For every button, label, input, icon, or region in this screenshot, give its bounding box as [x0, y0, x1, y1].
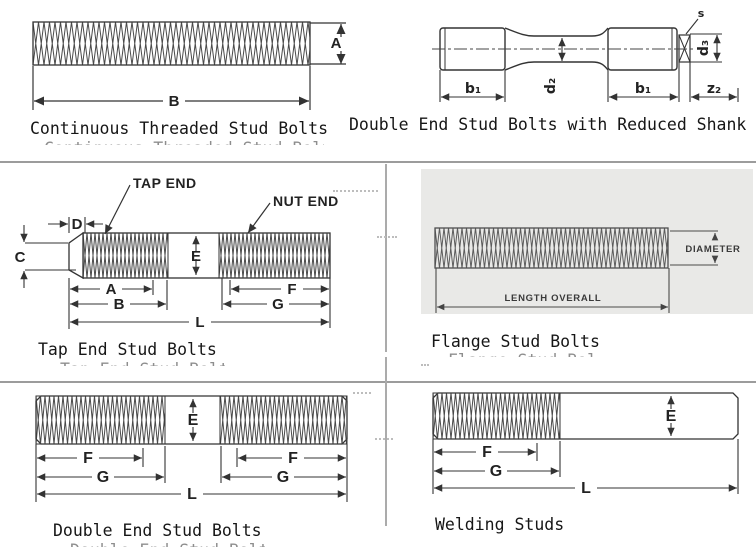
dimension-lines [435, 230, 719, 313]
stud-body [35, 395, 348, 445]
callout-nut-end: NUT END [273, 193, 339, 209]
callout-leaders [104, 184, 271, 235]
dim-label-f: F [287, 281, 296, 298]
scan-artifact-dots [333, 190, 378, 192]
double-end-diagram: E F G F G L [35, 395, 348, 503]
welding-studs-diagram: E F G L [432, 392, 739, 497]
dim-label-d: D [72, 216, 83, 233]
tap-end-diagram: TAP END NUT END D C E A B F G L [15, 175, 339, 331]
dim-label-c: C [15, 249, 26, 266]
dim-label-e: E [666, 408, 677, 425]
dim-label-l: L [195, 314, 204, 331]
dim-label-b: B [114, 296, 125, 313]
horizontal-divider-bottom [0, 381, 756, 383]
dim-label-g: G [272, 296, 284, 313]
stud-body [432, 392, 739, 440]
flange-diagram: DIAMETER LENGTH OVERALL [421, 169, 753, 314]
cropped-text-artifact: Double End Stud Bolts [70, 542, 265, 547]
reduced-shank-diagram: s b₁ b₁ z₂ d₂ d₃ [432, 7, 739, 102]
dim-label-z2: z₂ [707, 81, 721, 97]
caption-welding: Welding Studs [435, 515, 565, 534]
caption-tap-end: Tap End Stud Bolts [38, 340, 217, 359]
dim-label-l: L [581, 480, 591, 497]
cropped-text-artifact: Tap End Stud Bolts [60, 361, 225, 366]
dimension-lines [439, 18, 739, 102]
vertical-divider-upper [385, 164, 387, 352]
dim-label-g: G [490, 463, 502, 480]
dim-label-b1-left: b₁ [465, 81, 481, 97]
dim-label-b: B [169, 93, 180, 110]
dim-label-e: E [188, 412, 199, 429]
dim-label-s: s [698, 7, 705, 20]
dim-label-d2: d₂ [543, 78, 559, 94]
stud-body [68, 231, 331, 280]
dim-label-f: F [482, 444, 492, 461]
dim-label-a: A [331, 35, 342, 52]
dim-label-g-left: G [97, 469, 109, 486]
caption-reduced-shank: Double End Stud Bolts with Reduced Shank [349, 115, 747, 134]
threaded-rod [32, 21, 311, 66]
dim-label-f-right: F [288, 450, 298, 467]
scan-artifact-dots [353, 392, 371, 394]
threaded-rod [434, 227, 669, 269]
dim-label-l: L [187, 486, 197, 503]
dim-label-a: A [106, 281, 117, 298]
dim-label-f-left: F [83, 450, 93, 467]
horizontal-divider-top [0, 161, 756, 163]
callout-tap-end: TAP END [133, 175, 197, 191]
cropped-text-artifact: Flange Stud Bolts [448, 352, 598, 357]
continuous-threaded-diagram: A B [32, 21, 346, 110]
dimension-lines [35, 399, 348, 502]
scan-artifact-dots [421, 364, 429, 366]
dim-label-length-overall: LENGTH OVERALL [505, 293, 602, 304]
vertical-divider-lower [385, 357, 387, 526]
dim-label-b1-right: b₁ [635, 81, 651, 97]
caption-continuous: Continuous Threaded Stud Bolts [30, 119, 329, 138]
dimension-lines [432, 396, 739, 494]
dim-label-d3: d₃ [696, 40, 712, 56]
scan-artifact-dots [375, 438, 393, 440]
cropped-text-artifact: Continuous Threaded Stud Bolts [44, 140, 324, 145]
dim-label-diameter: DIAMETER [685, 244, 740, 255]
dim-label-e: E [191, 248, 201, 265]
scan-artifact-dots [377, 236, 397, 238]
dimension-lines [32, 22, 346, 110]
caption-flange: Flange Stud Bolts [431, 332, 600, 351]
dimension-lines [20, 217, 331, 329]
caption-double-end: Double End Stud Bolts [53, 521, 262, 540]
dim-label-g-right: G [277, 469, 289, 486]
